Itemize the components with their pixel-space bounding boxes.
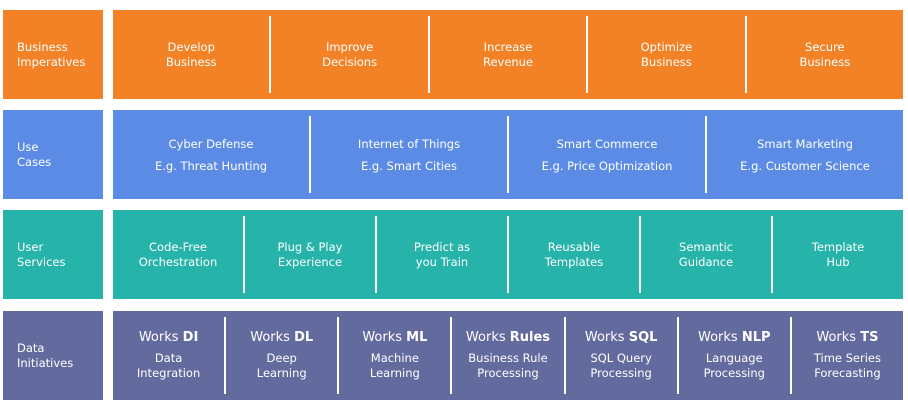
heading-prefix: Works bbox=[465, 330, 506, 345]
heading-code: Rules bbox=[509, 330, 551, 345]
heading-code: NLP bbox=[741, 330, 771, 345]
data-cell: Works TS Time Series Forecasting bbox=[789, 317, 903, 394]
usecase-cell: Cyber Defense E.g. Threat Hunting bbox=[113, 116, 309, 193]
business-cell: Develop Business bbox=[113, 16, 269, 93]
cell-text: Smart Commerce E.g. Price Optimization bbox=[541, 136, 673, 173]
cell-description: Language Processing bbox=[703, 351, 765, 380]
cell-description: Time Series Forecasting bbox=[813, 351, 881, 380]
data-cell: Works DL Deep Learning bbox=[224, 317, 337, 394]
cell-text: Internet of Things E.g. Smart Cities bbox=[357, 136, 461, 173]
service-cell: Template Hub bbox=[771, 216, 903, 293]
heading-code: DL bbox=[294, 330, 314, 345]
heading-prefix: Works bbox=[816, 330, 857, 345]
usecase-cell: Smart Marketing E.g. Customer Science bbox=[705, 116, 903, 193]
business-cell: Improve Decisions bbox=[269, 16, 427, 93]
row-business-imperatives: Business Imperatives Develop Business Im… bbox=[0, 10, 908, 99]
business-cell: Increase Revenue bbox=[427, 16, 586, 93]
cell-text: Plug & Play Experience bbox=[277, 239, 343, 269]
data-cell: Works NLP Language Processing bbox=[676, 317, 790, 394]
row-label: Business Imperatives bbox=[3, 10, 103, 99]
row-user-services: User Services Code-Free Orchestration Pl… bbox=[0, 210, 908, 299]
heading-code: TS bbox=[860, 330, 879, 345]
heading-prefix: Works bbox=[584, 330, 625, 345]
data-cell: Works Rules Business Rule Processing bbox=[450, 317, 563, 394]
service-cell: Code-Free Orchestration bbox=[113, 216, 243, 293]
business-cell: Secure Business bbox=[744, 16, 903, 93]
heading-prefix: Works bbox=[250, 330, 290, 345]
row-use-cases: Use Cases Cyber Defense E.g. Threat Hunt… bbox=[0, 110, 908, 199]
cell-description: Business Rule Processing bbox=[468, 351, 548, 380]
service-cell: Predict as you Train bbox=[375, 216, 507, 293]
cell-text: Template Hub bbox=[811, 239, 865, 269]
cell-heading: Works DL bbox=[250, 330, 313, 345]
heading-prefix: Works bbox=[362, 330, 403, 345]
cell-text: Code-Free Orchestration bbox=[138, 239, 218, 269]
heading-code: SQL bbox=[628, 330, 658, 345]
data-cell: Works SQL SQL Query Processing bbox=[563, 317, 677, 394]
data-cell: Works DI Data Integration bbox=[113, 317, 224, 394]
business-cell: Optimize Business bbox=[586, 16, 744, 93]
row-data-initiatives: Data Initiatives Works DI Data Integrati… bbox=[0, 311, 908, 400]
data-panel: Works DI Data Integration Works DL Deep … bbox=[113, 311, 903, 400]
service-cell: Plug & Play Experience bbox=[243, 216, 375, 293]
cell-heading: Works SQL bbox=[585, 330, 658, 345]
usecases-panel: Cyber Defense E.g. Threat Hunting Intern… bbox=[113, 110, 903, 199]
heading-code: DI bbox=[182, 330, 199, 345]
cell-heading: Works Rules bbox=[466, 330, 550, 345]
service-cell: Reusable Templates bbox=[507, 216, 639, 293]
cell-text: Cyber Defense E.g. Threat Hunting bbox=[154, 136, 268, 173]
cell-heading: Works DI bbox=[139, 330, 198, 345]
usecase-cell: Smart Commerce E.g. Price Optimization bbox=[507, 116, 705, 193]
cell-text: Develop Business bbox=[165, 39, 217, 69]
heading-prefix: Works bbox=[698, 330, 738, 345]
cell-description: SQL Query Processing bbox=[590, 351, 652, 380]
row-label-text: User Services bbox=[17, 239, 66, 269]
heading-prefix: Works bbox=[138, 330, 179, 345]
cell-text: Smart Marketing E.g. Customer Science bbox=[740, 136, 870, 173]
service-cell: Semantic Guidance bbox=[639, 216, 771, 293]
row-label: Data Initiatives bbox=[3, 311, 103, 400]
cell-heading: Works NLP bbox=[698, 330, 771, 345]
data-cell: Works ML Machine Learning bbox=[337, 317, 450, 394]
cell-text: Reusable Templates bbox=[544, 239, 604, 269]
services-panel: Code-Free Orchestration Plug & Play Expe… bbox=[113, 210, 903, 299]
business-panel: Develop Business Improve Decisions Incre… bbox=[113, 10, 903, 99]
row-label: Use Cases bbox=[3, 110, 103, 199]
row-label: User Services bbox=[3, 210, 103, 299]
cell-heading: Works ML bbox=[362, 330, 427, 345]
cell-text: Improve Decisions bbox=[322, 39, 378, 69]
cell-heading: Works TS bbox=[816, 330, 878, 345]
row-label-text: Data Initiatives bbox=[17, 340, 74, 370]
cell-description: Machine Learning bbox=[369, 351, 420, 380]
cell-text: Secure Business bbox=[799, 39, 851, 69]
row-label-text: Use Cases bbox=[17, 139, 52, 169]
cell-text: Increase Revenue bbox=[482, 39, 534, 69]
cell-text: Optimize Business bbox=[640, 39, 693, 69]
row-label-text: Business Imperatives bbox=[17, 39, 86, 69]
cell-description: Data Integration bbox=[136, 351, 201, 380]
cell-description: Deep Learning bbox=[256, 351, 307, 380]
heading-code: ML bbox=[406, 330, 428, 345]
cell-text: Semantic Guidance bbox=[678, 239, 734, 269]
usecase-cell: Internet of Things E.g. Smart Cities bbox=[309, 116, 507, 193]
cell-text: Predict as you Train bbox=[413, 239, 471, 269]
